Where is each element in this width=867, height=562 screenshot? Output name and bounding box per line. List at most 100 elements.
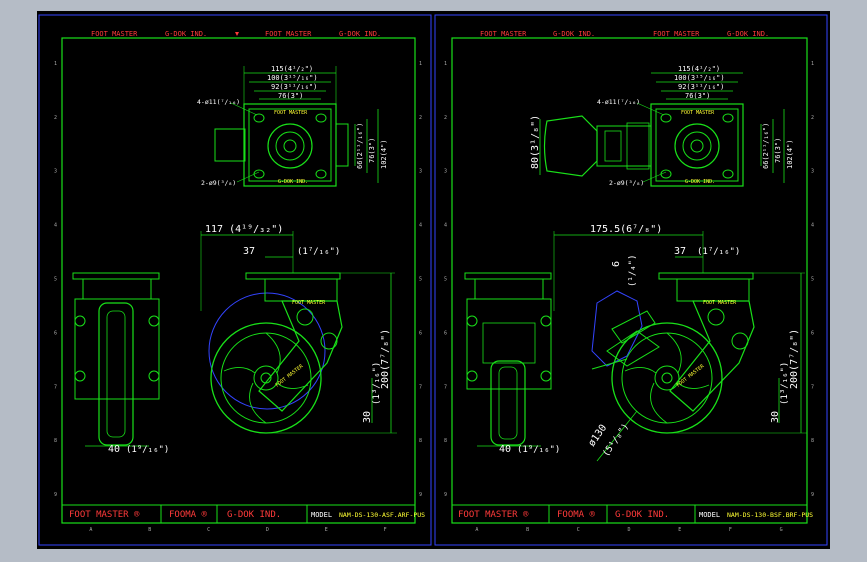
- dim-text: 76(3"): [368, 138, 376, 163]
- header-label: FOOT MASTER: [653, 30, 700, 38]
- right-header-labels: FOOT MASTER G-DOK IND. FOOT MASTER G-DOK…: [480, 30, 769, 38]
- plate-brand: FOOT MASTER: [681, 110, 715, 116]
- dim-text: 40: [499, 444, 511, 455]
- model-value: NAM-DS-130-ASF.ARF-PUS: [339, 511, 425, 519]
- grid-col-label: A: [89, 527, 92, 533]
- grid-col-label: D: [628, 527, 631, 533]
- grid-row-label: 1: [419, 61, 422, 67]
- header-label: G-DOK IND.: [727, 30, 769, 38]
- grid-row-label: 1: [54, 61, 57, 67]
- title-brand-3: G-DOK IND.: [227, 510, 281, 520]
- header-marker-icon: [235, 32, 239, 36]
- grid-row-label: 3: [811, 169, 814, 175]
- left-sheet-outer-frame: [38, 14, 432, 546]
- grid-col-label: C: [207, 527, 210, 533]
- model-label: MODEL: [311, 511, 332, 519]
- body-label: FOOT MASTER: [292, 300, 326, 306]
- title-brand-2: FOOMA ®: [557, 510, 596, 520]
- dim-text: 76(3"): [774, 138, 782, 163]
- dim-text: 30: [770, 411, 781, 423]
- right-front-view: 40 (1⁹/₁₆"): [464, 272, 560, 455]
- grid-row-label: 5: [444, 277, 447, 283]
- right-title-block: FOOT MASTER ® FOOMA ® G-DOK IND. MODEL N…: [451, 504, 813, 524]
- grid-col-label: B: [526, 527, 529, 533]
- grid-col-label: A: [475, 527, 478, 533]
- grid-row-label: 7: [444, 384, 447, 390]
- dim-text: 76(3"): [278, 92, 303, 100]
- dim-text: 92(3¹¹/₁₆"): [271, 83, 317, 91]
- grid-row-label: 5: [54, 277, 57, 283]
- bolt-note: 2-ø9(³/₈): [201, 179, 236, 187]
- dim-text: 40: [108, 444, 120, 455]
- grid-row-label: 5: [811, 277, 814, 283]
- dim-text: 6: [611, 261, 622, 267]
- header-label: FOOT MASTER: [265, 30, 312, 38]
- dim-text: 76(3"): [685, 92, 710, 100]
- left-front-view: 40 (1⁹/₁₆"): [72, 272, 169, 455]
- header-label: G-DOK IND.: [165, 30, 207, 38]
- cad-drawing: FOOT MASTER G-DOK IND. FOOT MASTER G-DOK…: [38, 14, 828, 546]
- dim-text: (1⁷/₁₆"): [297, 247, 340, 257]
- grid-row-label: 4: [811, 223, 814, 229]
- grid-row-label: 3: [444, 169, 447, 175]
- left-side-view: FOOT MASTER FOOT MASTER 117 (4¹⁹/₃₂") 37…: [200, 224, 397, 434]
- drawing-canvas: FOOT MASTER G-DOK IND. FOOT MASTER G-DOK…: [37, 11, 830, 549]
- title-brand-1: FOOT MASTER ®: [458, 510, 529, 520]
- grid-row-label: 9: [811, 492, 814, 498]
- dim-text: 115(4¹/₂"): [678, 65, 720, 73]
- title-brand-2: FOOMA ®: [169, 510, 208, 520]
- grid-row-label: 2: [54, 115, 57, 121]
- grid-row-label: 8: [444, 438, 447, 444]
- grid-row-label: 3: [54, 169, 57, 175]
- grid-row-label: 9: [419, 492, 422, 498]
- dim-text: 115(4¹/₂"): [271, 65, 313, 73]
- body-label: FOOT MASTER: [703, 300, 737, 306]
- right-sheet-outer-frame: [434, 14, 828, 546]
- grid-row-label: 3: [419, 169, 422, 175]
- grid-row-label: 4: [444, 223, 447, 229]
- dim-text: (1⁷/₁₆"): [697, 247, 740, 257]
- header-label: FOOT MASTER: [480, 30, 527, 38]
- dim-text: 100(3¹⁵/₁₆"): [267, 74, 318, 82]
- hole-note: 4-ø11(⁷/₁₆): [197, 98, 240, 106]
- dim-text: (1³/₁₆"): [372, 362, 382, 405]
- dim-text: 80(3¹/₈"): [530, 115, 541, 169]
- dim-text: 37: [243, 246, 255, 257]
- hole-note: 4-ø11(⁷/₁₆): [597, 98, 640, 106]
- grid-row-label: 6: [811, 330, 814, 336]
- dim-text: 102(4"): [380, 139, 388, 169]
- dim-text: (¹/₄"): [628, 254, 638, 287]
- plate-brand-2: G-DOK IND.: [278, 179, 308, 185]
- dim-text: 100(3¹⁵/₁₆"): [674, 74, 725, 82]
- grid-row-label: 6: [444, 330, 447, 336]
- grid-row-label: 1: [811, 61, 814, 67]
- model-label: MODEL: [699, 511, 720, 519]
- dim-text: 175.5(6⁷/₈"): [590, 224, 662, 235]
- header-label: G-DOK IND.: [553, 30, 595, 38]
- bolt-note: 2-ø9(³/₈): [609, 179, 644, 187]
- grid-col-label: C: [577, 527, 580, 533]
- grid-row-label: 7: [811, 384, 814, 390]
- right-top-view: FOOT MASTER G-DOK IND. 115(4¹/₂") 100(3¹…: [530, 65, 794, 187]
- dim-text: 30: [362, 411, 373, 423]
- dim-text: 37: [674, 246, 686, 257]
- title-brand-1: FOOT MASTER ®: [69, 510, 140, 520]
- grid-row-label: 2: [419, 115, 422, 121]
- dim-text: (1³/₁₆"): [780, 362, 790, 405]
- title-brand-3: G-DOK IND.: [615, 510, 669, 520]
- grid-row-label: 6: [419, 330, 422, 336]
- dim-text: 66(2¹¹/₁₆"): [356, 123, 364, 169]
- plate-brand: FOOT MASTER: [274, 110, 308, 116]
- dim-text: (1⁹/₁₆"): [517, 445, 560, 455]
- grid-row-label: 4: [419, 223, 422, 229]
- dim-text: (1⁹/₁₆"): [126, 445, 169, 455]
- grid-row-label: 7: [54, 384, 57, 390]
- grid-row-label: 8: [811, 438, 814, 444]
- grid-col-label: B: [148, 527, 151, 533]
- model-value: NAM-DS-130-BSF.BRF-PUS: [727, 511, 813, 519]
- dim-text: 117 (4¹⁹/₃₂"): [205, 224, 283, 235]
- grid-row-label: 4: [54, 223, 57, 229]
- header-label: G-DOK IND.: [339, 30, 381, 38]
- grid-row-label: 1: [444, 61, 447, 67]
- grid-col-label: E: [325, 527, 328, 533]
